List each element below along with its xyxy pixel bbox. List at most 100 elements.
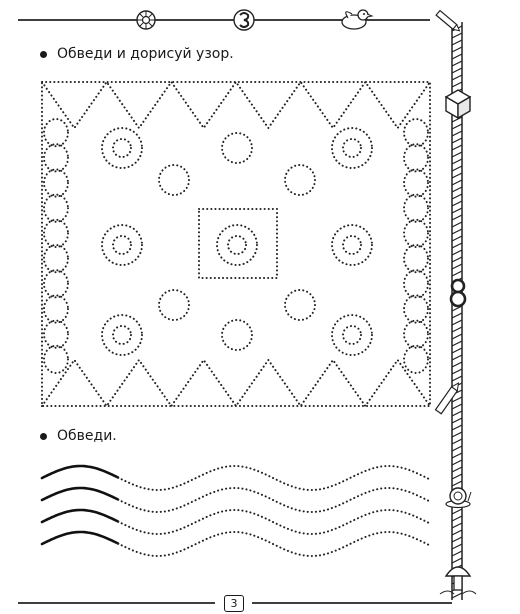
carpet-frame [41, 81, 431, 407]
rope-tick [451, 424, 463, 431]
rope-tick [451, 438, 463, 445]
rope-tick [451, 67, 463, 74]
outer-circle [331, 314, 373, 356]
wave-sample-line [40, 486, 120, 502]
scallops-left [43, 118, 69, 374]
rope-tick [451, 130, 463, 137]
rope-tick [451, 480, 463, 487]
rope-tick [451, 53, 463, 60]
number-eight-icon [449, 278, 467, 308]
rope-tick [451, 592, 463, 599]
rope-tick [451, 319, 463, 326]
scallop [43, 294, 69, 324]
rope-tick [451, 158, 463, 165]
rope-tick [451, 207, 463, 214]
rope-tick [451, 557, 463, 564]
inner-circle [342, 235, 362, 255]
rope-tick [451, 263, 463, 270]
instruction-text: Обведи и дорисуй узор. [57, 46, 234, 62]
wave-sample-line [40, 530, 120, 546]
flower-icon [136, 10, 156, 30]
scallop [403, 143, 429, 173]
snail-icon [445, 487, 472, 509]
rope-tick [451, 522, 463, 529]
rope-tick [451, 81, 463, 88]
rope-tick [451, 144, 463, 151]
instruction-trace-and-complete: Обведи и дорисуй узор. [40, 46, 234, 62]
zigzag-line [41, 358, 431, 408]
rope-tick [451, 340, 463, 347]
scallop [43, 143, 69, 173]
rope-tick [451, 39, 463, 46]
scallop [403, 244, 429, 274]
scallop [403, 294, 429, 324]
outer-circle [216, 224, 258, 266]
rope-tick [451, 235, 463, 242]
rope-tick [451, 347, 463, 354]
rope-tick [451, 354, 463, 361]
rope-tick [451, 333, 463, 340]
scallop [43, 269, 69, 299]
rope-tick [451, 193, 463, 200]
rope-tick [451, 172, 463, 179]
scallop [43, 168, 69, 198]
inner-circle [112, 138, 132, 158]
cube-icon [444, 89, 472, 120]
rope-tick [451, 368, 463, 375]
rope-tick [451, 179, 463, 186]
wave-sample-line [40, 508, 120, 524]
pencil-icon [435, 9, 461, 32]
rope-tick [451, 256, 463, 263]
wave-dotted-line [117, 487, 431, 513]
rope-tick [451, 466, 463, 473]
rope-tick [451, 249, 463, 256]
mushroom-icon [439, 566, 477, 595]
outer-circle [331, 224, 373, 266]
bullet [40, 432, 47, 440]
rope-tick [451, 242, 463, 249]
zigzag-line [41, 80, 431, 130]
rope-tick [451, 137, 463, 144]
scallop [43, 244, 69, 274]
rope-tick [451, 410, 463, 417]
wave-dotted-line [117, 531, 431, 557]
scallop [43, 319, 69, 349]
rope-tick [451, 515, 463, 522]
scallop [403, 344, 429, 374]
scallop [43, 344, 69, 374]
rope-tick [451, 417, 463, 424]
outer-circle [101, 224, 143, 266]
page-number: 3 [224, 595, 244, 612]
scallop [403, 193, 429, 223]
rope-tick [451, 452, 463, 459]
rope-tick [451, 32, 463, 39]
rope-tick [451, 473, 463, 480]
pencil-icon [434, 382, 460, 415]
rope-tick [451, 431, 463, 438]
inner-circle [112, 325, 132, 345]
inner-circle [227, 235, 247, 255]
rope-tick [451, 74, 463, 81]
outer-circle [101, 127, 143, 169]
scallop [403, 168, 429, 198]
bullet [40, 50, 47, 58]
rope-tick [451, 123, 463, 130]
wave-sample-line [40, 464, 120, 480]
inner-circle [342, 325, 362, 345]
outer-circle [284, 289, 316, 321]
rope-tick [451, 151, 463, 158]
scallop [43, 218, 69, 248]
rope-tick [451, 396, 463, 403]
number-three-icon [233, 9, 255, 31]
rope-tick [451, 361, 463, 368]
bird-icon [341, 9, 374, 30]
rope-tick [451, 459, 463, 466]
wave-tracing-lines [40, 464, 431, 557]
rope-tick [451, 200, 463, 207]
rope-tick [451, 46, 463, 53]
scallop [403, 319, 429, 349]
circle-motifs [101, 127, 373, 356]
outer-circle [221, 319, 253, 351]
